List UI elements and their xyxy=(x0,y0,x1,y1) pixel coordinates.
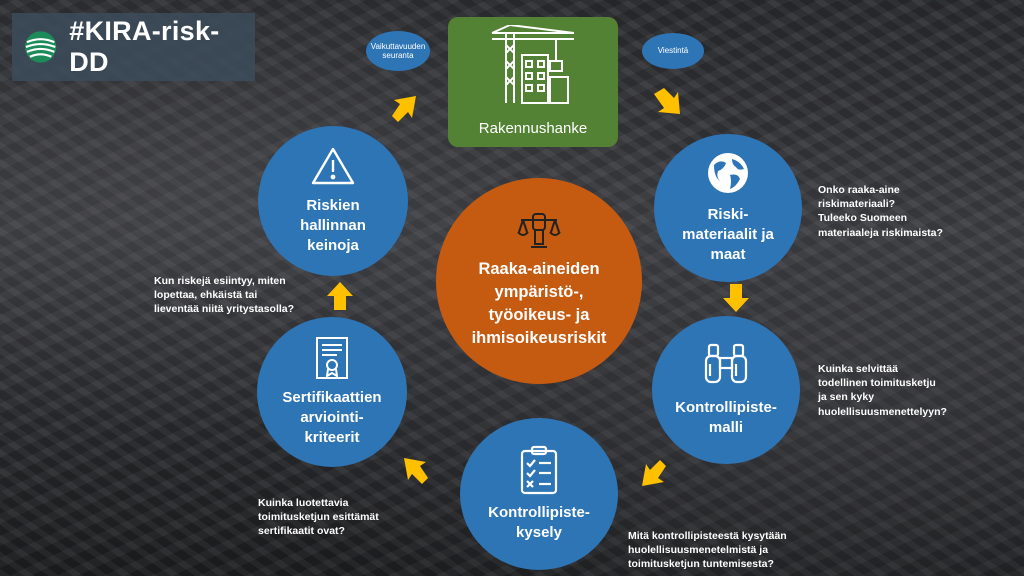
logo-banner: #KIRA-risk-DD xyxy=(12,13,255,81)
node-certificate-criteria: Sertifikaattien arviointi- kriteerit xyxy=(257,317,407,467)
logo-text: #KIRA-risk-DD xyxy=(69,16,220,77)
node-risk-management: Riskien hallinnan keinoja xyxy=(258,126,408,276)
question-risk-materials: Onko raaka-aine riskimateriaali? Tuleeko… xyxy=(818,184,943,239)
node-control-point-survey: Kontrollipiste- kysely xyxy=(460,418,618,570)
node-risk-materials: Riski- materiaalit ja maat xyxy=(654,134,802,282)
node-label: Sertifikaattien arviointi- kriteerit xyxy=(282,388,382,447)
arrow-up-icon xyxy=(327,282,353,310)
globe-leaf-logo xyxy=(24,31,57,63)
arrow-up-right-icon xyxy=(392,96,416,122)
checklist-icon xyxy=(520,445,558,494)
binoculars-icon xyxy=(704,343,748,383)
question-control-point-survey: Mitä kontrollipisteestä kysytään huolell… xyxy=(628,530,787,571)
arrow-up-left-icon xyxy=(404,458,428,484)
warning-icon xyxy=(311,147,355,184)
node-label: Kontrollipiste- malli xyxy=(675,398,777,436)
arrow-down-icon xyxy=(723,284,749,312)
construction-crane-icon xyxy=(491,25,575,104)
question-certificates: Kuinka luotettavia toimitusketjun esittä… xyxy=(258,497,379,538)
center-label: Raaka-aineiden ympäristö-, työoikeus- ja… xyxy=(471,259,607,348)
project-box: Rakennushanke xyxy=(448,17,618,147)
node-label: Kontrollipiste- kysely xyxy=(488,503,590,541)
justice-fist-icon xyxy=(517,212,561,248)
center-risk-circle: Raaka-aineiden ympäristö-, työoikeus- ja… xyxy=(436,178,642,384)
impact-monitoring-bubble: Vaikuttavuuden seuranta xyxy=(366,31,430,71)
node-control-point-model: Kontrollipiste- malli xyxy=(652,316,800,464)
arrow-down-left-icon xyxy=(642,460,666,486)
communication-bubble: Viestintä xyxy=(642,33,704,69)
globe-icon xyxy=(708,152,748,193)
node-label: Riskien hallinnan keinoja xyxy=(300,196,366,255)
arrow-down-right-icon xyxy=(654,88,680,114)
node-label: Riski- materiaalit ja maat xyxy=(682,205,774,264)
question-risk-management: Kun riskejä esiintyy, miten lopettaa, eh… xyxy=(154,275,295,316)
certificate-icon xyxy=(316,336,348,379)
question-control-point-model: Kuinka selvittää todellinen toimitusketj… xyxy=(818,363,947,418)
project-label: Rakennushanke xyxy=(478,120,588,137)
